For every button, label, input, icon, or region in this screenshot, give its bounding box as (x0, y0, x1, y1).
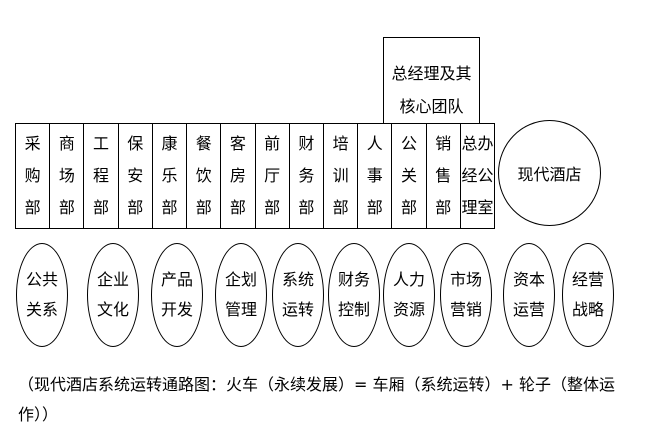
department-box: 培训部 (324, 124, 359, 228)
wheel-label: 企划 (224, 270, 257, 289)
wheel-label: 财务 (337, 270, 370, 289)
department-box: 人事部 (358, 124, 393, 228)
wheel-label: 公共 (25, 270, 58, 289)
department-char: 安 (127, 166, 144, 185)
department-char: 部 (24, 198, 41, 217)
department-char: 场 (58, 166, 75, 185)
department-char: 事 (366, 166, 383, 185)
modern-hotel-label: 现代酒店 (517, 165, 582, 184)
department-char: 销 (435, 134, 452, 153)
department-char: 部 (161, 198, 178, 217)
department-box: 商场部 (50, 124, 85, 228)
wheel-label: 资本 (512, 270, 545, 289)
department-char: 餐 (195, 134, 212, 153)
department-char: 部 (93, 198, 110, 217)
wheel-label: 开发 (160, 300, 193, 319)
department-char: 部 (366, 198, 383, 217)
department-char: 商 (58, 134, 75, 153)
department-char: 部 (435, 198, 452, 217)
department-char: 公 (401, 134, 418, 153)
department-char: 部 (195, 198, 212, 217)
wheel-label: 企业 (96, 270, 129, 289)
department-char: 财 (298, 134, 315, 153)
wheel-ellipse: 系统运转 (272, 243, 324, 347)
wheel-label: 运转 (281, 300, 314, 319)
department-box: 公关部 (392, 124, 427, 228)
wheel-ellipse: 产品开发 (151, 243, 203, 347)
department-char: 部 (298, 198, 315, 217)
wheel-label: 营销 (449, 300, 482, 319)
wheel-label: 管理 (224, 300, 257, 319)
department-char: 工 (93, 134, 110, 153)
department-char: 饮 (195, 166, 212, 185)
wheel-label: 关系 (25, 300, 58, 319)
department-char: 保 (127, 134, 144, 153)
wheel-label: 运营 (512, 300, 545, 319)
department-box: 前厅部 (256, 124, 290, 228)
department-box: 销售部 (427, 124, 461, 228)
department-char: 前 (264, 134, 281, 153)
department-char: 购 (24, 166, 41, 185)
department-char: 厅 (264, 166, 281, 185)
wheel-ellipse: 企划管理 (215, 243, 267, 347)
modern-hotel-circle: 现代酒店 (498, 120, 601, 226)
department-char: 采 (24, 134, 41, 153)
wheel-label: 资源 (392, 300, 425, 319)
department-char: 部 (58, 198, 75, 217)
department-box: 工程部 (84, 124, 119, 228)
wheel-ellipse: 公共关系 (16, 243, 68, 347)
diagram-caption: （现代酒店系统运转通路图：火车（永续发展）= 车厢（系统运转）+ 轮子（整体运作… (18, 375, 615, 424)
wheel-label: 系统 (281, 270, 314, 289)
wheel-label: 人力 (392, 270, 425, 289)
department-char: 部 (332, 198, 349, 217)
wheel-ellipse: 经营战略 (562, 243, 614, 347)
wheel-label: 市场 (449, 270, 482, 289)
wheel-ellipse: 财务控制 (328, 243, 380, 347)
wheel-ellipse: 资本运营 (503, 243, 555, 347)
department-char: 理室 (461, 198, 494, 217)
wheel-ellipse: 人力资源 (383, 243, 435, 347)
department-char: 务 (298, 166, 315, 185)
department-box: 采购部 (16, 124, 51, 228)
department-char: 总办 (461, 134, 494, 153)
wheel-label: 战略 (571, 300, 604, 319)
core-team-line-1: 总经理及其 (391, 64, 472, 83)
department-char: 经公 (461, 166, 494, 185)
department-box: 保安部 (119, 124, 153, 228)
department-box: 财务部 (290, 124, 324, 228)
department-char: 客 (229, 134, 246, 153)
core-team-box: 总经理及其 核心团队 (383, 37, 480, 123)
wheel-label: 控制 (337, 300, 370, 319)
department-char: 训 (332, 166, 349, 185)
core-team-line-2: 核心团队 (399, 97, 464, 116)
department-char: 乐 (161, 166, 178, 185)
department-box: 康乐部 (153, 124, 188, 228)
department-char: 部 (264, 198, 281, 217)
department-char: 关 (401, 166, 418, 185)
department-char: 部 (401, 198, 418, 217)
department-char: 售 (435, 166, 452, 185)
wheel-label: 产品 (160, 270, 193, 289)
department-row: 采购部商场部工程部保安部康乐部餐饮部客房部前厅部财务部培训部人事部公关部销售部总… (15, 123, 495, 229)
wheel-ellipse: 市场营销 (440, 243, 492, 347)
department-char: 部 (127, 198, 144, 217)
department-box: 总办经公理室 (461, 124, 494, 228)
department-char: 部 (229, 198, 246, 217)
department-char: 程 (93, 166, 110, 185)
department-char: 培 (332, 134, 349, 153)
department-char: 房 (229, 166, 246, 185)
department-char: 人 (366, 134, 383, 153)
department-char: 康 (161, 134, 178, 153)
wheel-label: 经营 (571, 270, 604, 289)
department-box: 客房部 (221, 124, 256, 228)
wheel-label: 文化 (96, 300, 129, 319)
wheel-ellipse: 企业文化 (87, 243, 139, 347)
department-box: 餐饮部 (187, 124, 222, 228)
